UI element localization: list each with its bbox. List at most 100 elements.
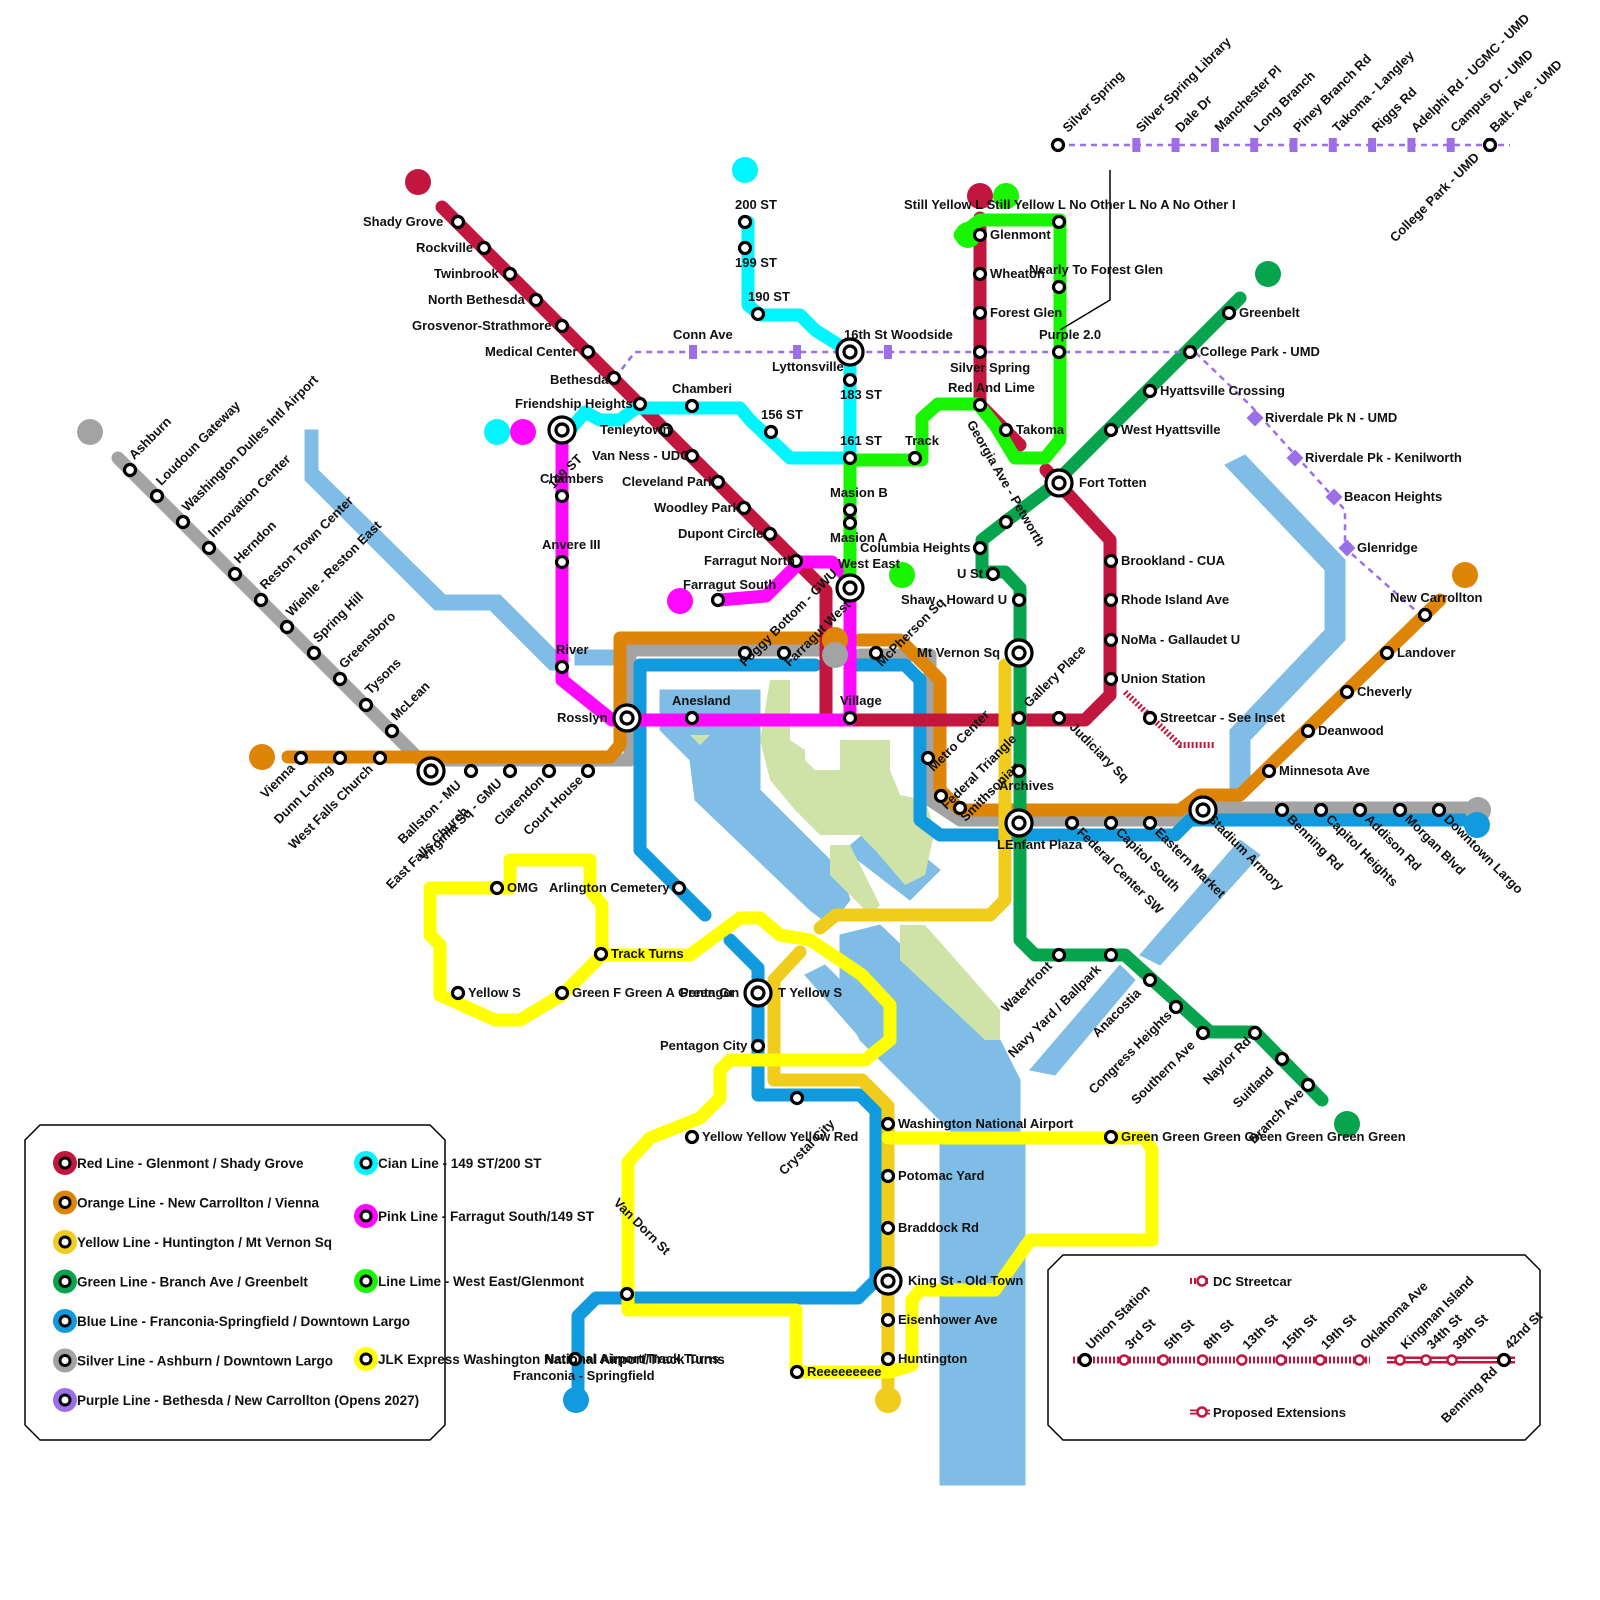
station-marker[interactable] [1313,802,1329,818]
station-anesland[interactable]: Anesland [672,693,731,726]
station-marker[interactable] [710,474,726,490]
station-marker[interactable] [788,553,804,569]
station-masion-a[interactable]: Masion A [830,515,888,546]
station-national-airport-track-turns[interactable]: National Airport/Track Turns [545,1351,719,1367]
station-marker[interactable] [1392,802,1408,818]
extension-marker[interactable] [1394,1354,1406,1366]
station-marker[interactable] [554,554,570,570]
station-marker[interactable] [227,566,243,582]
station-marker[interactable] [907,450,923,466]
station-farragut-north[interactable]: Farragut North [704,553,804,569]
station-marker[interactable] [1379,645,1395,661]
station-piney-branch-rd[interactable] [1289,138,1298,152]
hub-east-falls-church[interactable]: East Falls Church [383,756,471,892]
station-eisenhower-ave[interactable]: Eisenhower Ave [880,1312,998,1328]
station-union-station[interactable]: Union Station [1103,671,1206,687]
station-silver-spring[interactable]: Silver Spring [950,344,1030,376]
station-van-ness-udc[interactable]: Van Ness - UDC [592,448,700,464]
station-north-bethesda[interactable]: North Bethesda [428,292,544,308]
station-161-st[interactable]: 161 ST [840,433,882,466]
streetcar-marker[interactable] [1118,1354,1130,1366]
station-noma-gallaudet-u[interactable]: NoMa - Gallaudet U [1103,632,1241,648]
station-minnesota-ave[interactable]: Minnesota Ave [1261,763,1370,779]
station-red-and-lime[interactable]: Red And Lime [948,380,1035,413]
station-reeeeeeeee[interactable]: Reeeeeeeee [789,1364,882,1380]
station-riverdale-pk-n-umd[interactable] [1246,409,1264,427]
station-new-carrollton[interactable] [1417,607,1433,623]
station-arlington-cemetery[interactable]: Arlington Cemetery [549,880,687,896]
hub-fort-totten[interactable]: Fort Totten [1044,468,1147,498]
station-marker[interactable] [502,266,518,282]
hub-mt-vernon-sq[interactable]: Mt Vernon Sq [917,638,1034,668]
station-dunn-loring[interactable]: Dunn Loring [271,750,348,827]
station-marker[interactable] [450,214,466,230]
station-marker[interactable] [1352,802,1368,818]
station-marker[interactable] [880,1220,896,1236]
station-track[interactable]: Track [905,433,940,466]
station-grosvenor-strathmore[interactable]: Grosvenor-Strathmore [412,318,570,334]
station-washington-national-airport[interactable]: Washington National Airport [880,1116,1074,1132]
station-marker[interactable] [1339,684,1355,700]
station-columbia-heights[interactable]: Columbia Heights [860,540,988,556]
station-marker[interactable] [1247,1025,1263,1041]
hub-king-st-old-town[interactable]: King St - Old Town [873,1266,1023,1296]
station-cleveland-park[interactable]: Cleveland Park [622,474,726,490]
station-marker[interactable] [842,450,858,466]
station-track-turns[interactable]: Track Turns [593,946,684,962]
hub-t-yellow-s[interactable]: T Yellow S [778,985,842,1000]
station-yellow-s[interactable]: Yellow S [450,985,522,1001]
station-marker[interactable] [293,750,309,766]
station-west-hyattsville[interactable]: West Hyattsville [1103,422,1221,438]
station-rhode-island-ave[interactable]: Rhode Island Ave [1103,592,1230,608]
hub-rosslyn[interactable]: Rosslyn [557,703,642,733]
station-marker[interactable] [372,750,388,766]
station-marker[interactable] [1142,972,1158,988]
station-marker[interactable] [998,422,1014,438]
streetcar-marker[interactable] [1236,1354,1248,1366]
station-marker[interactable] [554,659,570,675]
station-marker[interactable] [1168,999,1184,1015]
station-anvere-iii[interactable]: Anvere III [542,537,601,570]
station-friendship-heights[interactable]: Friendship Heights [515,396,648,412]
streetcar-marker[interactable] [1314,1354,1326,1366]
extension-marker[interactable] [1420,1354,1432,1366]
station-marker[interactable] [554,985,570,1001]
station-college-park-umd[interactable] [1482,137,1498,153]
station-village[interactable]: Village [840,693,882,726]
station-green-f-green-a-green-gr[interactable]: Green F Green A Green Gr [554,985,735,1001]
station-marker[interactable] [880,1312,896,1328]
station-bethesda[interactable]: Bethesda [550,370,622,387]
streetcar-marker[interactable] [1157,1354,1170,1366]
station-marker[interactable] [737,645,753,661]
station-riverdale-pk-kenilworth[interactable] [1286,449,1304,467]
streetcar-marker[interactable] [1077,1352,1093,1368]
station-van-dorn-st[interactable]: Van Dorn St [611,1195,674,1302]
extension-marker[interactable] [1496,1352,1512,1368]
station-cheverly[interactable]: Cheverly [1339,684,1413,700]
station-marker[interactable] [175,514,191,530]
station-marker[interactable] [1103,553,1119,569]
extension-marker[interactable] [1446,1354,1458,1366]
station-marker[interactable] [789,1364,805,1380]
station-marker[interactable] [842,502,858,518]
station-marker[interactable] [619,1286,635,1302]
station-shaw-howard-u[interactable]: Shaw - Howard U [901,592,1027,608]
station-marker[interactable] [1221,305,1237,321]
station-marker[interactable] [253,592,269,608]
station-marker[interactable] [736,500,752,516]
station-river[interactable]: River [554,642,589,675]
station-still-yellow-l-still-yellow-l-no-other-l-no-a-no-other-i[interactable]: Still Yellow L Still Yellow L No Other L… [904,197,1236,230]
station-marker[interactable] [1051,279,1067,295]
station-marker[interactable] [880,1351,896,1367]
station-marker[interactable] [1011,592,1027,608]
station-marker[interactable] [1103,632,1119,648]
station-marker[interactable] [1261,763,1277,779]
station-marker[interactable] [1051,344,1067,360]
station-marker[interactable] [762,526,778,542]
station-streetcar-see-inset[interactable]: Streetcar - See Inset [1142,710,1286,726]
station-marker[interactable] [671,880,687,896]
station-marker[interactable] [593,946,609,962]
hub-west-east[interactable]: West East [835,556,901,603]
station-long-branch[interactable] [1250,138,1259,152]
station-marker[interactable] [920,750,936,766]
